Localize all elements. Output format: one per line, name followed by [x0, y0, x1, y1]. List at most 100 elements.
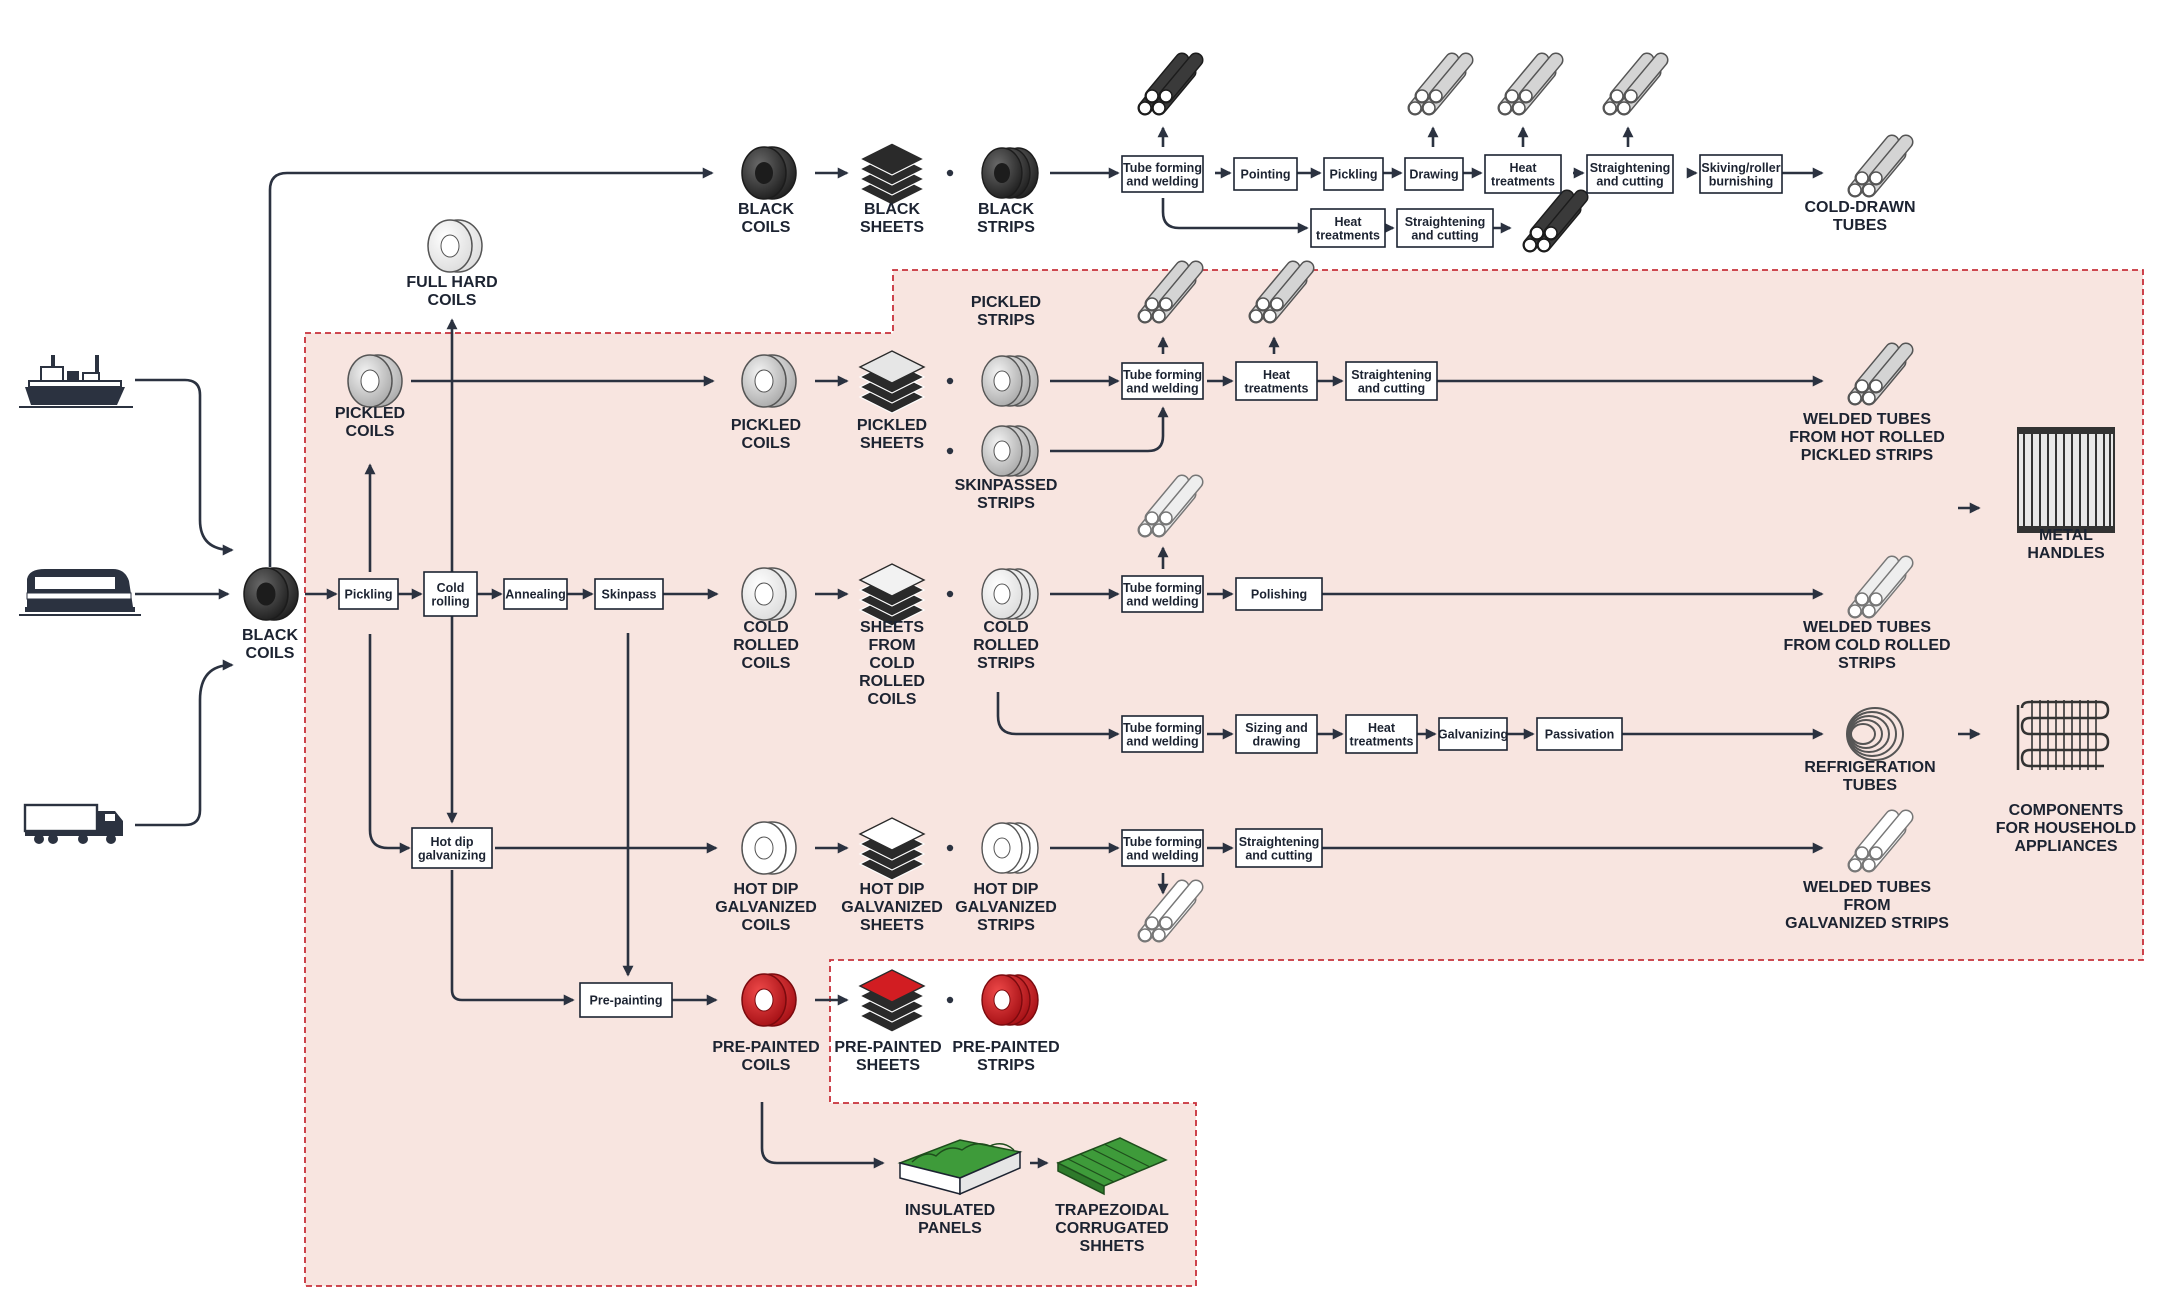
sheet-stack-icon [858, 350, 926, 414]
separator-dots [946, 169, 954, 1004]
svg-text:Pointing: Pointing [1241, 168, 1291, 182]
tube-bundle-icon [1497, 52, 1564, 116]
process-pointing[interactable]: Pointing [1233, 157, 1298, 191]
panel-icon [1056, 1137, 1168, 1196]
svg-text:Annealing: Annealing [505, 588, 565, 602]
tube-bundle-icon [1137, 474, 1204, 538]
process-pickling-tubes[interactable]: Pickling [1323, 157, 1384, 191]
train-icon [19, 569, 141, 616]
process-drawing[interactable]: Drawing [1404, 157, 1464, 191]
strip-roll-icon [981, 425, 1039, 477]
coil-icon [427, 219, 483, 273]
sheet-stack-icon [858, 142, 926, 206]
strip-roll-icon [981, 355, 1039, 407]
sheet-stack-icon [858, 563, 926, 627]
process-galvanizing[interactable]: Galvanizing [1438, 717, 1508, 751]
svg-text:Galvanizing: Galvanizing [1438, 728, 1508, 742]
radiator-icon [2017, 427, 2115, 533]
coil-icon [741, 567, 797, 621]
process-annealing[interactable]: Annealing [503, 578, 568, 610]
strip-roll-icon [981, 974, 1039, 1026]
tube-bundle-icon [1407, 52, 1474, 116]
tube-bundle-icon [1137, 52, 1204, 116]
coil-icon [347, 354, 403, 408]
strip-roll-icon [981, 568, 1039, 620]
ship-icon [19, 355, 133, 408]
tube-bundle-icon [1847, 342, 1914, 406]
tube-bundle-icon [1847, 809, 1914, 873]
process-pickling[interactable]: Pickling [338, 578, 399, 610]
coil-icon [741, 821, 797, 875]
svg-text:Pickling: Pickling [345, 588, 393, 602]
sheet-stack-icon [858, 969, 926, 1033]
svg-text:Polishing: Polishing [1251, 588, 1307, 602]
tube-bundle-icon [1522, 189, 1589, 253]
highlight-zone [304, 269, 2144, 1287]
process-passivation[interactable]: Passivation [1536, 717, 1623, 751]
process-skinpass[interactable]: Skinpass [594, 578, 664, 610]
strip-roll-icon [981, 147, 1039, 199]
sheet-stack-icon [858, 817, 926, 881]
condenser-icon [2016, 700, 2110, 770]
panel-icon [897, 1139, 1023, 1196]
tube-bundle-icon [1137, 879, 1204, 943]
svg-text:Skinpass: Skinpass [602, 588, 657, 602]
process-polishing[interactable]: Polishing [1235, 577, 1323, 611]
process-pre-painting[interactable]: Pre-painting [579, 982, 673, 1018]
